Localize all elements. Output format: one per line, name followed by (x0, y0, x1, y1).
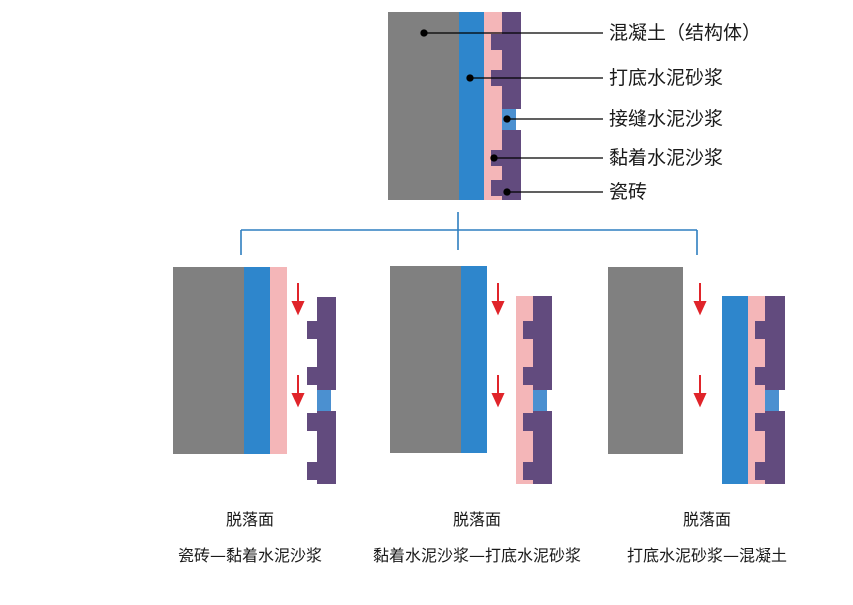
joint-mortar (765, 390, 779, 411)
case-1-interface-caption: 瓷砖—黏着水泥沙浆 (177, 546, 323, 565)
concrete-layer (173, 267, 244, 454)
case-3-diagram (608, 267, 785, 484)
tile-lower (755, 411, 785, 484)
base-mortar-layer (244, 267, 270, 454)
case-3-interface-caption: 打底水泥砂浆—混凝土 (626, 546, 788, 565)
tile-upper (523, 296, 552, 390)
top-cross-section (388, 12, 521, 200)
base-mortar-layer (722, 296, 748, 484)
case-1-diagram (173, 267, 336, 484)
fall-arrows (491, 283, 505, 408)
joint-mortar (533, 390, 547, 411)
concrete-layer (390, 266, 461, 453)
label-concrete: 混凝土（结构体） (609, 22, 762, 44)
case-2-surface-caption: 脱落面 (452, 510, 502, 529)
adhesive-mortar-layer (516, 296, 533, 484)
tile-lower (523, 411, 552, 484)
case-2-diagram (390, 266, 552, 484)
label-joint-mortar: 接缝水泥沙浆 (609, 108, 724, 130)
case-1-surface-caption: 脱落面 (225, 510, 275, 529)
case-3-surface-caption: 脱落面 (682, 510, 732, 529)
label-base-mortar: 打底水泥砂浆 (609, 67, 724, 89)
adhesive-mortar-layer (748, 296, 765, 484)
bracket-connector (240, 212, 698, 255)
joint-mortar (317, 390, 331, 411)
fall-arrows (693, 283, 707, 408)
concrete-layer (388, 12, 459, 200)
adhesive-mortar-layer (270, 267, 287, 454)
case-2-interface-caption: 黏着水泥沙浆—打底水泥砂浆 (372, 546, 582, 565)
leader-lines (420, 29, 603, 196)
concrete-layer (608, 267, 683, 454)
label-tile: 瓷砖 (609, 181, 648, 203)
fall-arrows (291, 283, 305, 408)
tile-upper (755, 296, 785, 390)
label-adhesive-mortar: 黏着水泥沙浆 (609, 147, 724, 169)
base-mortar-layer (459, 12, 484, 200)
tile-lower (307, 411, 336, 484)
tile-upper (307, 297, 336, 390)
base-mortar-layer (461, 266, 487, 453)
